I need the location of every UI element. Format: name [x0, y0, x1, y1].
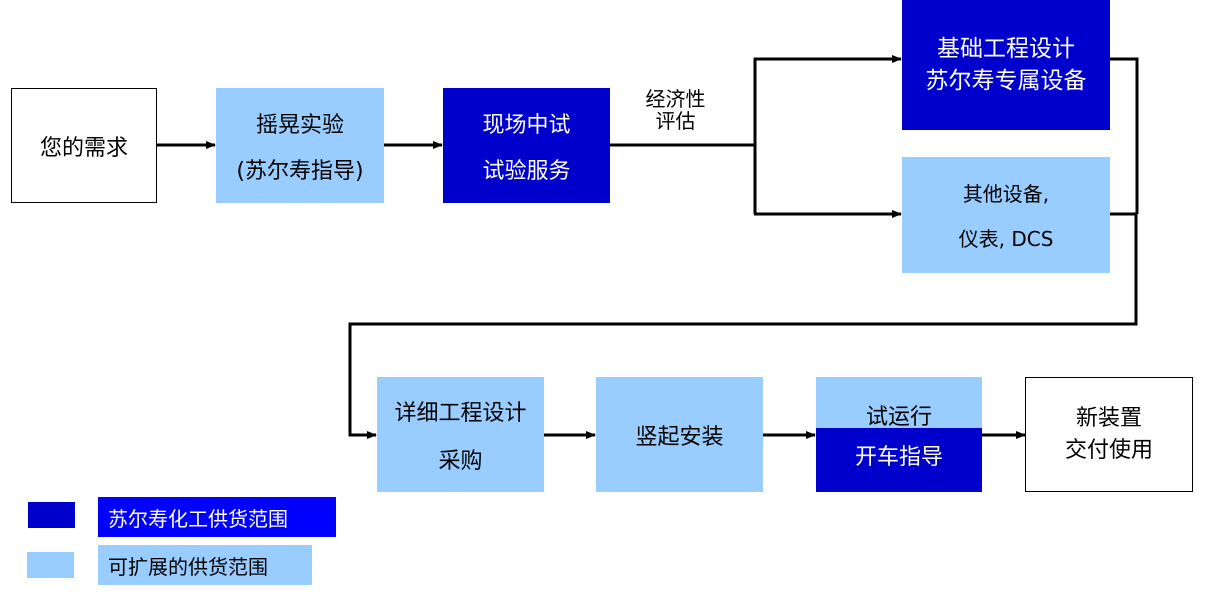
node-trial-run-bottom: 开车指导: [816, 428, 982, 492]
node-sublabel: 交付使用: [1064, 437, 1153, 463]
node-shake-test: 摇晃实验 (苏尔寿指导): [216, 88, 384, 203]
edge-label-line: 评估: [655, 109, 696, 133]
node-label: 详细工程设计: [394, 400, 527, 426]
legend-label-extended-scope: 可扩展的供货范围: [98, 545, 312, 585]
legend-label-sulzer-scope: 苏尔寿化工供货范围: [98, 497, 336, 537]
node-trial-run-top: 试运行: [816, 377, 982, 430]
node-your-needs: 您的需求: [11, 88, 157, 203]
node-label: 新装置: [1075, 405, 1142, 431]
node-handover: 新装置 交付使用: [1025, 377, 1193, 492]
node-label: 其他设备,: [962, 182, 1050, 206]
node-erection: 竖起安装: [596, 377, 763, 492]
node-basic-engineering: 基础工程设计 苏尔寿专属设备: [902, 0, 1110, 130]
legend-swatch-extended-scope: [27, 552, 74, 578]
node-sublabel: 采购: [438, 448, 483, 474]
node-other-equipment: 其他设备, 仪表, DCS: [902, 157, 1110, 273]
node-label: 竖起安装: [635, 424, 724, 450]
node-sublabel: 试验服务: [482, 158, 571, 184]
node-detail-engineering: 详细工程设计 采购: [377, 377, 544, 492]
node-label: 现场中试: [482, 112, 571, 138]
node-label: 摇晃实验: [255, 112, 344, 138]
node-sublabel: 仪表, DCS: [958, 227, 1054, 251]
node-sublabel: 苏尔寿专属设备: [925, 68, 1087, 94]
edge-label-line: 经济性: [645, 87, 706, 111]
node-sublabel: (苏尔寿指导): [236, 158, 364, 184]
edge-label-economic-evaluation: 经济性 评估: [628, 88, 723, 132]
line-basic-to-merge: [1110, 57, 1139, 214]
node-pilot-test: 现场中试 试验服务: [443, 88, 610, 203]
node-label: 基础工程设计: [937, 36, 1075, 62]
node-label: 您的需求: [39, 135, 128, 161]
line-merge-to-detail: [348, 212, 1138, 439]
node-label: 试运行: [865, 405, 932, 430]
node-trial-run: 试运行 开车指导: [816, 377, 982, 492]
node-label: 开车指导: [854, 445, 943, 470]
legend-swatch-sulzer-scope: [28, 502, 75, 528]
